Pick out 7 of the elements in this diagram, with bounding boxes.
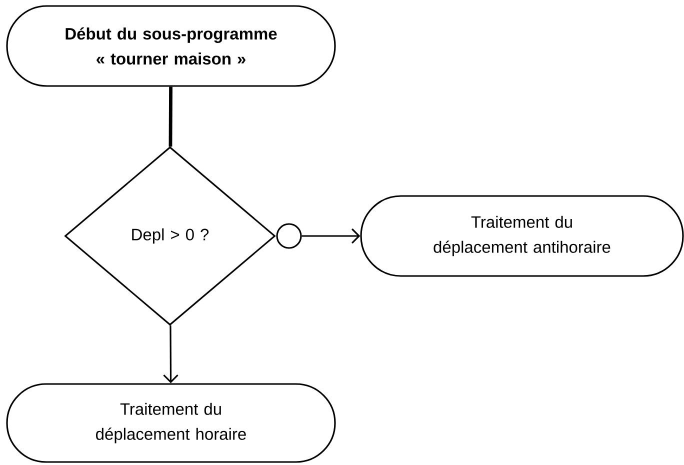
connector-line (168, 86, 172, 147)
terminal-box: Traitement du déplacement antihoraire (360, 195, 684, 277)
terminal-box: Début du sous-programme « tourner maison » (6, 5, 336, 87)
terminal-box: Traitement du déplacement horaire (6, 383, 336, 463)
arrow (163, 325, 178, 384)
arrow (302, 228, 360, 244)
connector-circle (276, 223, 302, 249)
